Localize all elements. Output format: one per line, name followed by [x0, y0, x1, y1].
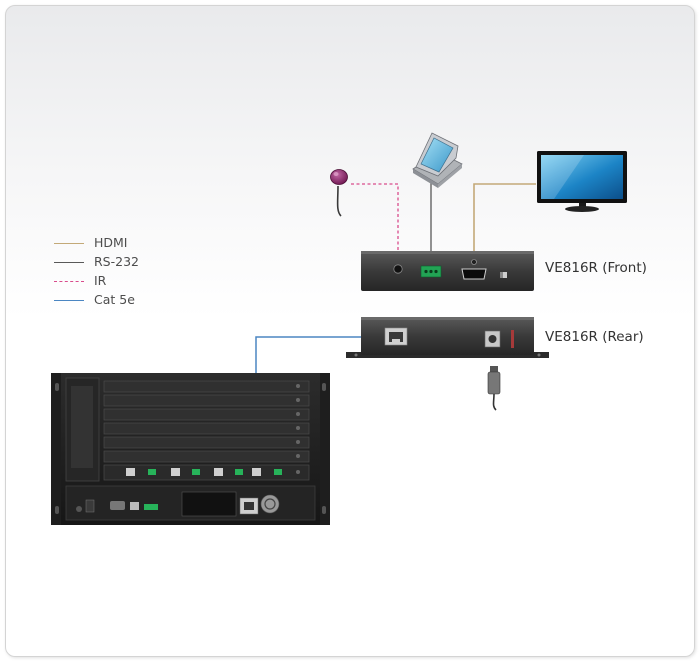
chassis-serial-port — [110, 501, 125, 510]
connection-diagram — [51, 132, 627, 525]
chassis-icon — [51, 373, 330, 525]
ir-receiver-icon — [330, 169, 348, 217]
ve816r-front-label: VE816R (Front) — [545, 260, 647, 276]
ve816r-front — [361, 251, 534, 291]
legend-label-rs232: RS-232 — [94, 254, 139, 269]
legend-label-hdmi: HDMI — [94, 235, 128, 250]
legend-item-rs232: RS-232 — [54, 254, 174, 270]
led-indicator — [471, 259, 477, 265]
ground-screw — [511, 330, 514, 348]
monitor-icon — [537, 151, 627, 212]
cable-hdmi — [473, 183, 536, 266]
legend-label-ir: IR — [94, 273, 107, 288]
hdmi-port — [461, 268, 487, 280]
legend-line-cat5e — [54, 300, 84, 301]
touch-panel-icon — [412, 132, 463, 188]
chassis-fan — [260, 494, 280, 514]
ve816r-rear — [346, 317, 549, 358]
legend-item-ir: IR — [54, 273, 174, 289]
cable-ir — [351, 183, 399, 269]
legend-item-cat5e: Cat 5e — [54, 292, 174, 308]
legend-label-cat5e: Cat 5e — [94, 292, 135, 307]
legend-item-hdmi: HDMI — [54, 235, 174, 251]
ve816r-rear-label: VE816R (Rear) — [545, 329, 644, 345]
legend-line-ir — [54, 281, 84, 282]
legend-line-hdmi — [54, 243, 84, 244]
legend-line-rs232 — [54, 262, 84, 263]
ir-jack — [393, 264, 403, 274]
diagram-frame: HDMI RS-232 IR Cat 5e VE816R (Front) VE8… — [5, 5, 695, 657]
power-adapter-icon — [487, 366, 501, 411]
